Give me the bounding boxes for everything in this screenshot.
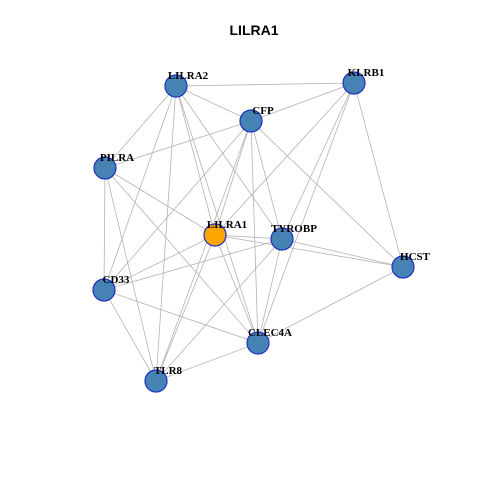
node-tyrobp: TYROBP (270, 223, 317, 251)
edge-cfp-hcst (250, 120, 404, 268)
edge-cfp-tlr8 (155, 120, 252, 382)
edge-lilra2-tlr8 (155, 85, 177, 382)
edge-lilra1-tlr8 (155, 234, 216, 382)
node-hcst: HCST (391, 251, 431, 279)
edge-pilra-lilra1 (104, 167, 216, 236)
node-label-lilra1: LILRA1 (207, 219, 247, 231)
edge-klrb1-tyrobp (281, 82, 355, 240)
node-label-klrb1: KLRB1 (348, 67, 385, 79)
node-circle-cfp (239, 109, 263, 133)
edge-pilra-clec4a (104, 167, 259, 344)
node-lilra1: LILRA1 (203, 219, 247, 247)
node-label-cd33: CD33 (103, 274, 130, 286)
node-label-cfp: CFP (252, 105, 274, 117)
node-circle-lilra1 (203, 223, 227, 247)
node-tlr8: TLR8 (144, 365, 183, 393)
node-label-hcst: HCST (400, 251, 431, 263)
diagram-title: LILRA1 (230, 22, 279, 38)
node-label-tlr8: TLR8 (154, 365, 183, 377)
edge-lilra2-pilra (104, 85, 177, 169)
node-circle-clec4a (246, 331, 270, 355)
node-circle-tyrobp (270, 227, 294, 251)
node-circle-pilra (93, 156, 117, 180)
node-label-lilra2: LILRA2 (168, 70, 209, 82)
edge-hcst-clec4a (257, 266, 404, 344)
edge-cfp-clec4a (250, 120, 259, 344)
node-circle-hcst (391, 255, 415, 279)
edge-cd33-tlr8 (103, 289, 157, 382)
edge-tyrobp-hcst (281, 238, 404, 268)
edge-lilra2-tyrobp (175, 85, 283, 240)
edge-tyrobp-clec4a (257, 238, 283, 344)
edge-lilra2-klrb1 (175, 82, 355, 87)
edge-cfp-tyrobp (250, 120, 283, 240)
node-pilra: PILRA (93, 152, 134, 180)
edge-klrb1-hcst (353, 82, 404, 268)
edge-tyrobp-cd33 (103, 238, 283, 291)
edge-lilra1-cd33 (103, 234, 216, 291)
edge-cfp-pilra (104, 120, 252, 169)
edge-lilra1-hcst (214, 234, 404, 268)
edge-cfp-cd33 (103, 120, 252, 291)
edge-cd33-clec4a (103, 289, 259, 344)
node-label-pilra: PILRA (100, 152, 134, 164)
node-clec4a: CLEC4A (246, 327, 292, 355)
edge-pilra-cd33 (103, 167, 106, 291)
node-cd33: CD33 (92, 274, 130, 302)
edge-klrb1-clec4a (257, 82, 355, 344)
edge-tyrobp-tlr8 (155, 238, 283, 382)
edge-cfp-lilra1 (214, 120, 252, 236)
edges-layer (103, 82, 404, 382)
node-cfp: CFP (239, 105, 274, 133)
edge-lilra1-clec4a (214, 234, 259, 344)
node-label-clec4a: CLEC4A (248, 327, 292, 339)
edge-clec4a-tlr8 (155, 342, 259, 382)
edge-lilra2-cfp (175, 85, 252, 122)
edge-lilra2-lilra1 (175, 85, 216, 236)
node-circle-cd33 (92, 278, 116, 302)
edge-klrb1-cfp (250, 82, 355, 122)
edge-klrb1-lilra1 (214, 82, 355, 236)
node-klrb1: KLRB1 (342, 67, 385, 95)
node-label-tyrobp: TYROBP (271, 223, 317, 235)
node-circle-klrb1 (342, 71, 366, 95)
edge-pilra-tlr8 (104, 167, 157, 382)
node-circle-lilra2 (164, 74, 188, 98)
node-circle-tlr8 (144, 369, 168, 393)
edge-lilra2-cd33 (103, 85, 177, 291)
node-lilra2: LILRA2 (164, 70, 209, 98)
